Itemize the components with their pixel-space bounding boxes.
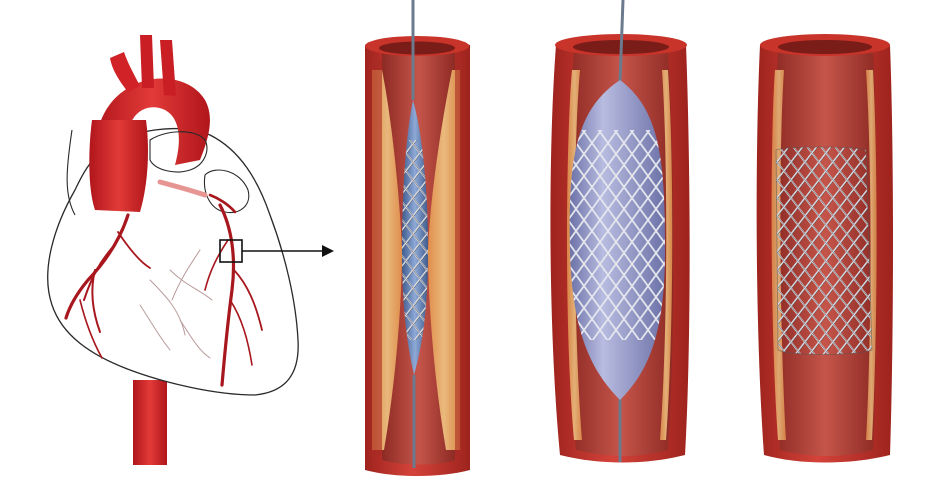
atrioventricular-groove [157, 179, 208, 198]
artery-opening-top-3 [778, 40, 872, 54]
wall-inner-shade-1b [455, 60, 462, 455]
heart-panel [47, 35, 334, 465]
lad-branch-2 [229, 299, 253, 366]
plaque-right-1 [428, 70, 460, 450]
rca-branch-3 [117, 231, 151, 269]
left-anterior-descending [218, 203, 236, 387]
deployed-stent [776, 147, 872, 355]
plaque-right-3 [866, 70, 877, 440]
rca-branch-2 [91, 269, 101, 333]
circumflex-artery [208, 193, 237, 214]
deployed-stent-outline [775, 146, 873, 355]
left-atrial-appendage [203, 169, 250, 214]
stage-2-artery [550, 0, 690, 463]
plaque-right-2 [660, 70, 673, 440]
coronary-arteries [64, 193, 263, 387]
wall-inner-shade-1 [372, 60, 382, 455]
guide-wire-2 [618, 0, 625, 83]
pulmonary-trunk-outline [149, 131, 208, 173]
crimped-stent [402, 140, 428, 340]
heart-contour-line [66, 129, 76, 216]
brachiocephalic-artery [110, 52, 140, 92]
rca-branch-4 [79, 299, 103, 359]
lad-branch-1 [233, 269, 263, 331]
left-carotid-artery [140, 35, 154, 88]
descending-aorta [133, 380, 167, 465]
ascending-aorta [89, 120, 148, 212]
expanded-stent-on-balloon [569, 130, 665, 340]
stage-3-artery [756, 34, 893, 463]
lad-branch-3 [204, 239, 229, 291]
thin-cardiac-veins [139, 249, 213, 359]
artery-opening-top-1 [379, 41, 455, 55]
heart-outline [47, 127, 299, 396]
stage-1-artery [365, 0, 470, 476]
left-subclavian-artery [160, 40, 176, 96]
callout-arrow-head [322, 245, 334, 257]
rca-branch-1 [83, 247, 113, 301]
